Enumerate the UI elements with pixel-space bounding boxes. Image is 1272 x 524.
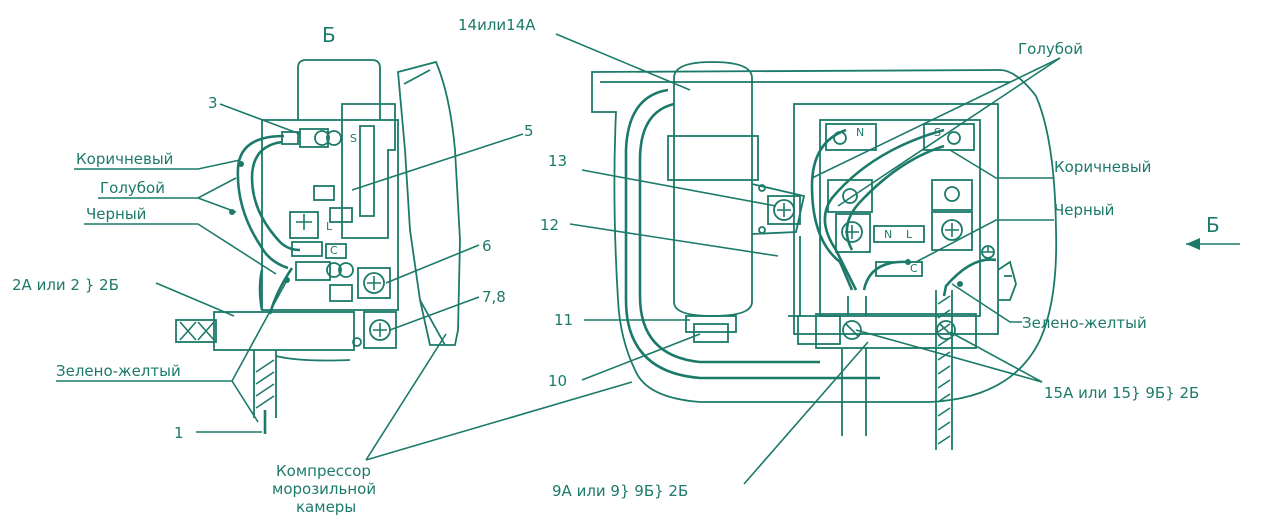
label-variant-15: 15А или 15} 9Б} 2Б xyxy=(1044,384,1199,402)
label-green-yellow-left: Зелено-желтый xyxy=(56,362,181,380)
terminal-l-left: L xyxy=(326,220,333,233)
label-11: 11 xyxy=(554,311,573,329)
label-5: 5 xyxy=(524,122,534,140)
compressor-label-line3: камеры xyxy=(296,498,356,516)
label-black-left: Черный xyxy=(86,205,146,223)
compressor-label-line2: морозильной xyxy=(272,480,376,498)
terminal-l-middle: L xyxy=(906,228,913,241)
label-brown-left: Коричневый xyxy=(76,150,173,168)
left-view-leaders xyxy=(56,103,524,433)
view-arrow-letter: Б xyxy=(1206,213,1220,237)
label-6: 6 xyxy=(482,237,492,255)
left-view-letter: Б xyxy=(322,23,336,47)
terminal-s-top: S xyxy=(934,126,941,139)
label-black-right: Черный xyxy=(1054,201,1114,219)
view-arrow xyxy=(1186,238,1240,250)
right-view-leaders xyxy=(555,33,1061,383)
terminal-c-left: C xyxy=(330,244,338,257)
label-blue-right: Голубой xyxy=(1018,40,1083,58)
terminal-n-middle: N xyxy=(884,228,892,241)
label-green-yellow-right: Зелено-желтый xyxy=(1022,314,1147,332)
label-10: 10 xyxy=(548,372,567,390)
label-7-8: 7,8 xyxy=(482,288,506,306)
label-variant-2: 2А или 2 } 2Б xyxy=(12,276,119,294)
right-view-drawing xyxy=(591,61,1058,450)
label-1: 1 xyxy=(174,424,184,442)
left-view-drawing xyxy=(175,59,461,434)
label-blue-left: Голубой xyxy=(100,179,165,197)
label-13: 13 xyxy=(548,152,567,170)
compressor-leaders xyxy=(365,333,869,485)
label-12: 12 xyxy=(540,216,559,234)
label-variant-9: 9А или 9} 9Б} 2Б xyxy=(552,482,688,500)
terminal-c-middle: C xyxy=(910,262,918,275)
compressor-label-line1: Компрессор xyxy=(276,462,371,480)
label-14: 14или14А xyxy=(458,16,536,34)
terminal-n-top: N xyxy=(856,126,864,139)
label-brown-right: Коричневый xyxy=(1054,158,1151,176)
label-3: 3 xyxy=(208,94,218,112)
terminal-s-left: S xyxy=(350,132,357,145)
